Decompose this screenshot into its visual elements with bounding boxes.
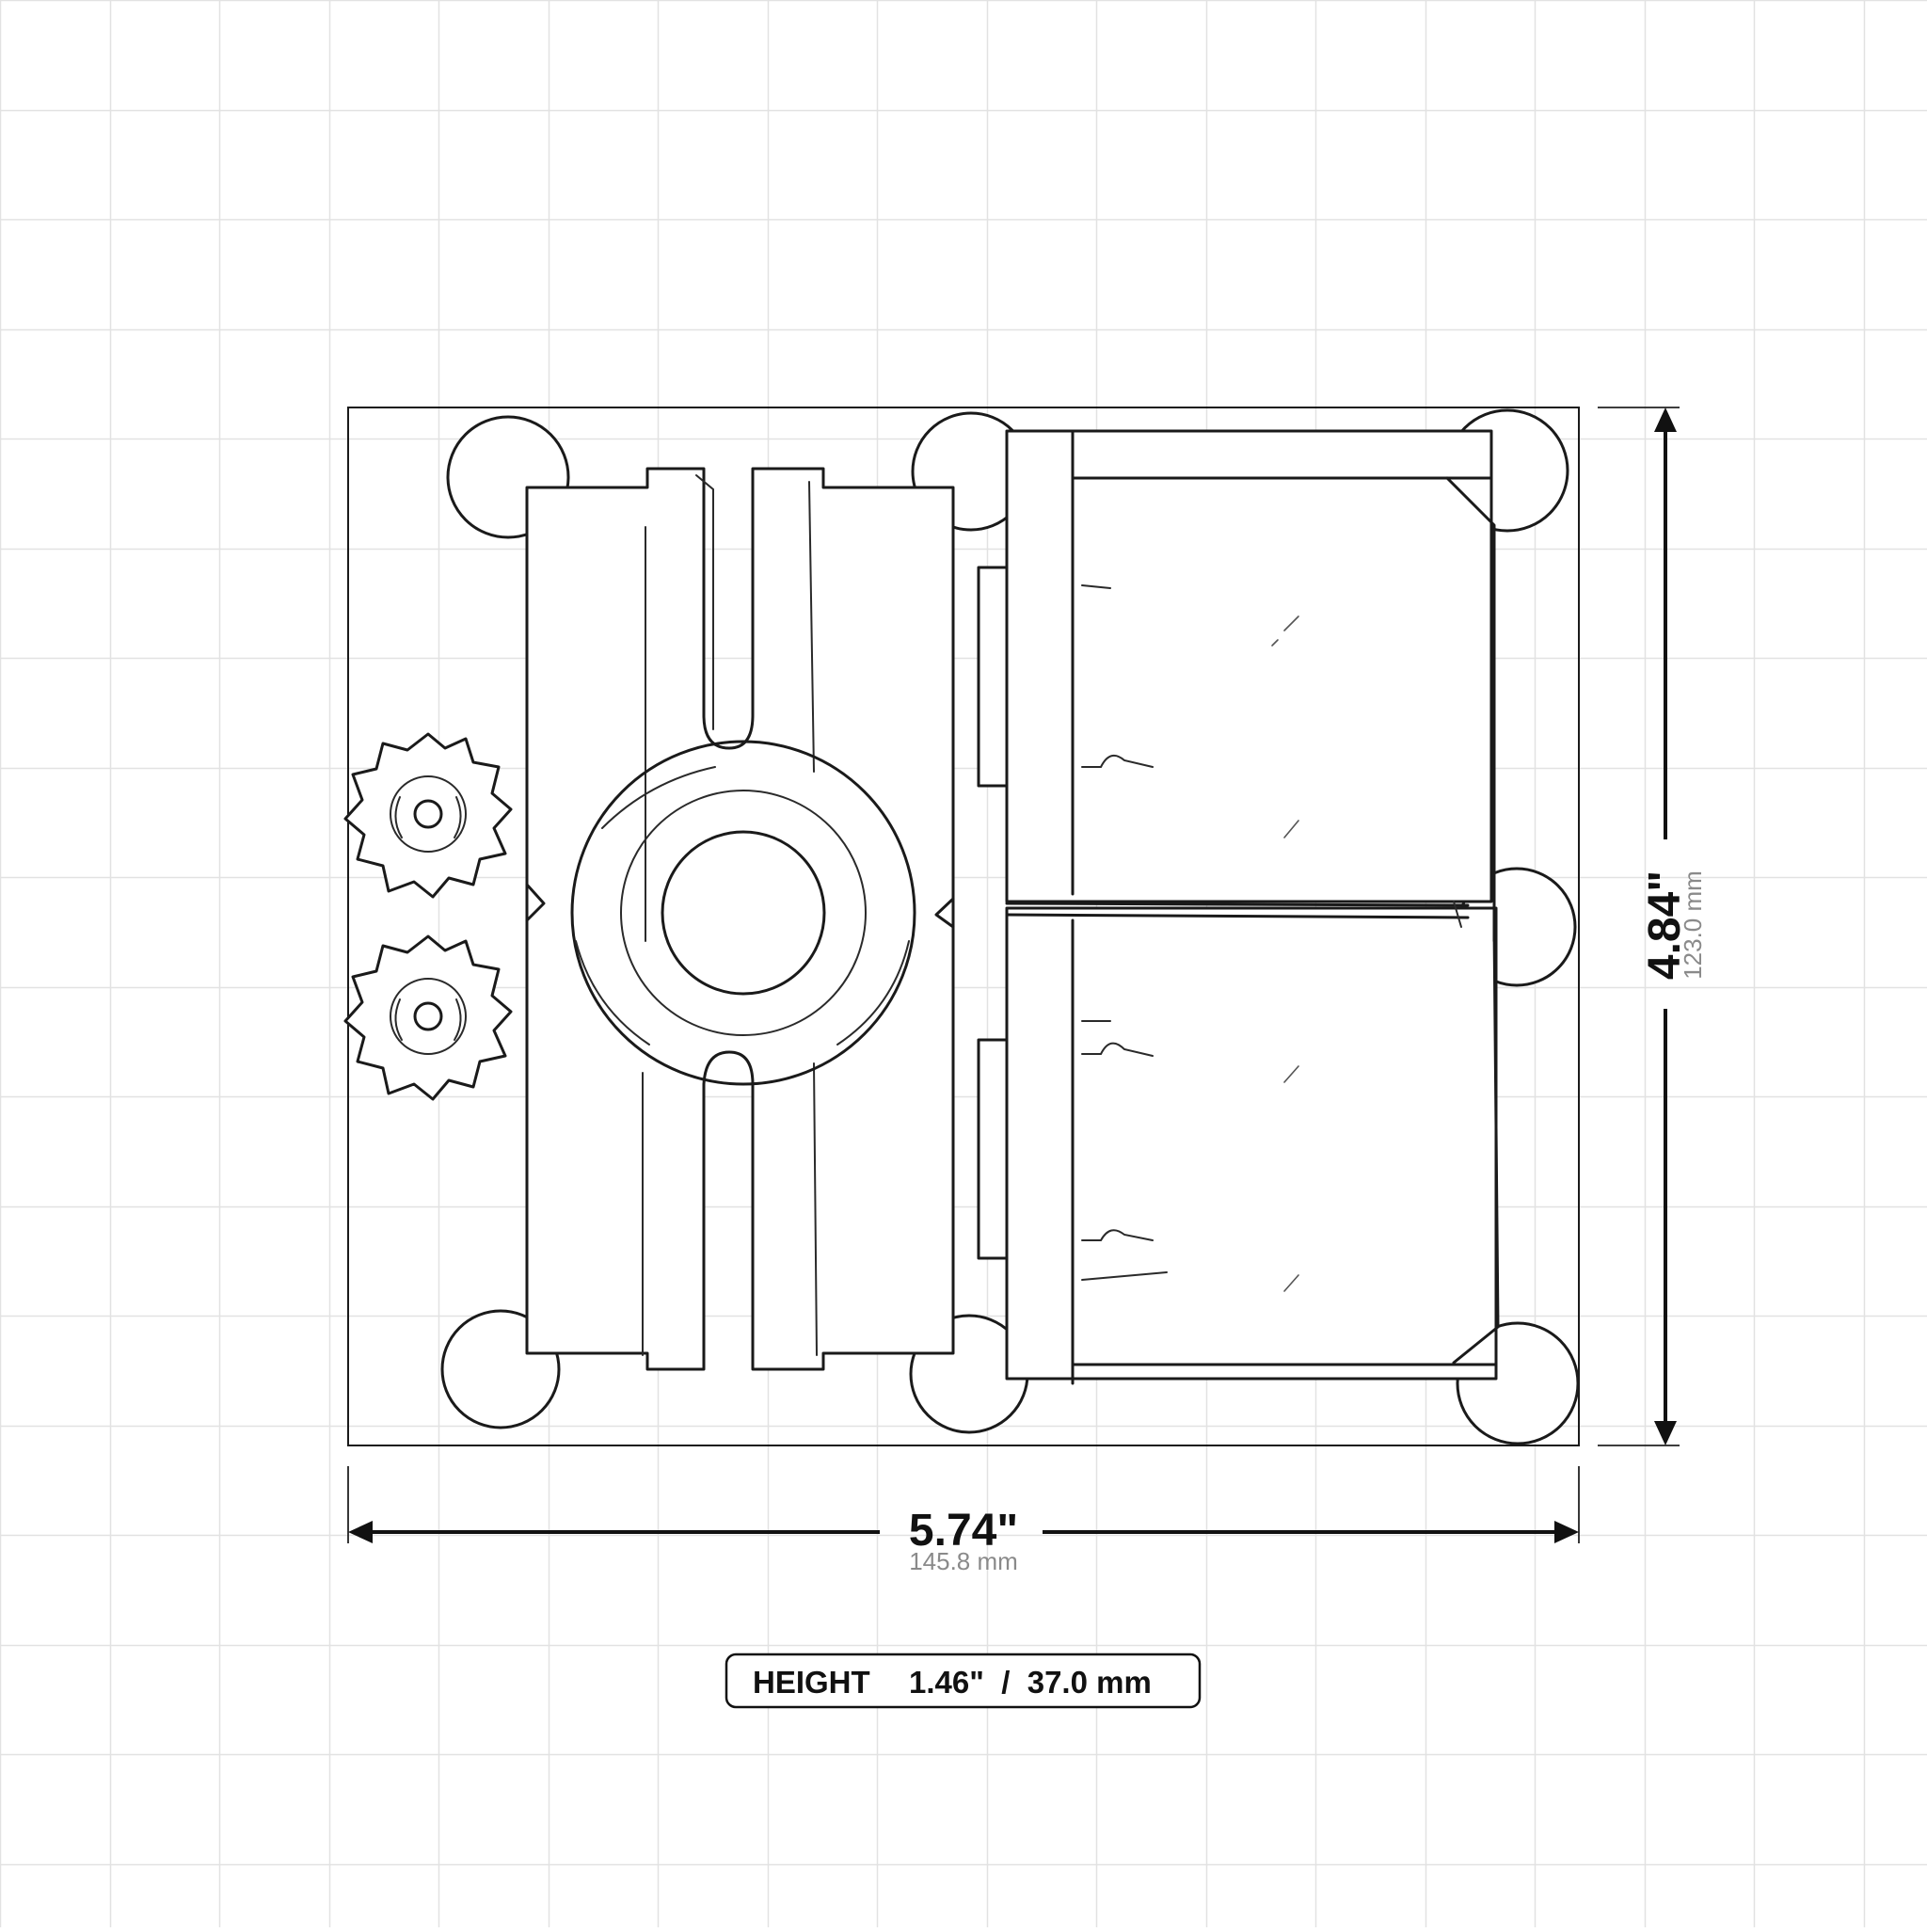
depth-dimension: 4.84" 123.0 mm <box>1598 407 1707 1446</box>
width-dimension: 5.74" 145.8 mm <box>347 1466 1580 1575</box>
upper-side-slot <box>977 566 1009 788</box>
lower-side-slot <box>977 1038 1009 1260</box>
right-compartments <box>977 429 1500 1385</box>
depth-value-mm: 123.0 mm <box>1679 870 1707 980</box>
width-value: 5.74" <box>909 1506 1018 1556</box>
part-bounding-frame <box>347 407 1580 1446</box>
height-label: HEIGHT <box>753 1665 870 1700</box>
adjustment-knobs <box>343 732 513 1101</box>
knob-lower <box>343 934 513 1101</box>
depth-arrow-top <box>1654 407 1677 432</box>
upper-compartment <box>1005 429 1493 903</box>
depth-value: 4.84" <box>1640 870 1690 980</box>
hub-outer-ring <box>570 740 916 1086</box>
width-arrow-left <box>348 1521 373 1543</box>
knob-upper <box>343 732 513 899</box>
h-plate-outline <box>525 467 955 1371</box>
part-drawing <box>343 407 1580 1446</box>
main-plate <box>525 467 955 1371</box>
width-arrow-right <box>1554 1521 1579 1543</box>
hub-middle-ring <box>620 790 867 1036</box>
height-value: 1.46" / 37.0 mm <box>909 1665 1152 1700</box>
width-value-mm: 145.8 mm <box>909 1547 1018 1575</box>
depth-arrow-bottom <box>1654 1421 1677 1445</box>
lower-compartment <box>1005 906 1498 1381</box>
height-badge: HEIGHT 1.46" / 37.0 mm <box>725 1653 1202 1709</box>
hub-bore <box>661 830 826 996</box>
